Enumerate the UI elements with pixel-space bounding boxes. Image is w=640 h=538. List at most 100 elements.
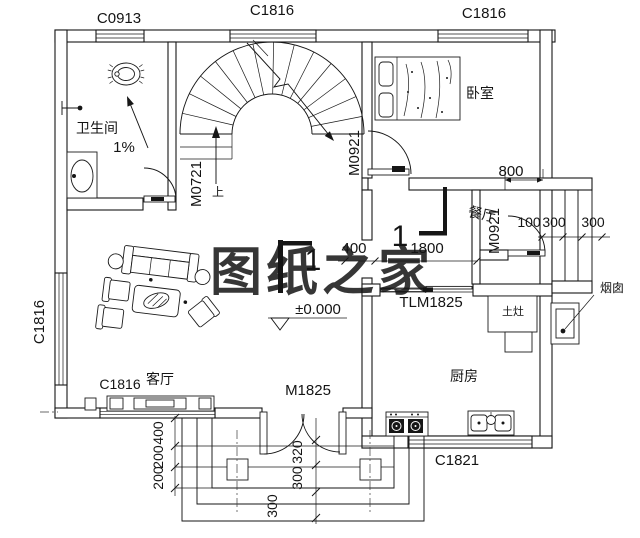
porch-step-3	[181, 418, 425, 522]
stair-inner-arc	[231, 93, 313, 135]
section-mark-a	[443, 187, 447, 235]
dim-1800: 1800	[410, 240, 443, 257]
armchair	[107, 279, 131, 302]
label-door-TLM1825: TLM1825	[399, 294, 462, 311]
label-door-M1825: M1825	[285, 382, 331, 399]
label-window-C1816-right: C1816	[462, 5, 506, 22]
stair-outer-arc	[179, 41, 365, 135]
door-side-leaf	[507, 249, 546, 257]
wall-bathroom-bottom	[66, 197, 144, 211]
door-bedroom-arc	[367, 130, 412, 175]
level-mark: ±0.000	[268, 301, 347, 331]
level-triangle-icon	[270, 317, 290, 331]
wall-stub-right	[551, 280, 593, 294]
sink-icon	[467, 410, 515, 436]
door-side-arc	[507, 215, 546, 254]
label-chimney: 烟囱	[600, 281, 624, 295]
section-marks: 1 1	[278, 187, 447, 293]
side-table	[107, 253, 124, 270]
sofa-group-icon	[95, 245, 220, 330]
porch-column-right	[359, 458, 382, 481]
watermark-text: 图纸之家	[210, 244, 434, 302]
entry-porch	[40, 411, 425, 522]
stair-lower-flight	[180, 134, 233, 160]
wall-divider-upper	[361, 189, 373, 241]
label-door-M0721: M0721	[188, 161, 205, 207]
kitchen-fixtures	[385, 294, 595, 437]
porch-column-left	[226, 458, 249, 481]
porch-step-2	[196, 418, 410, 505]
tv-cabinet-icon	[84, 395, 215, 412]
wall-valve-icon	[61, 101, 83, 115]
chimney-leader	[564, 294, 595, 330]
label-window-C1816-top: C1816	[250, 2, 294, 19]
wall-right	[539, 29, 553, 449]
wall-living-bottom-b	[214, 407, 263, 419]
earthen-stove-icon	[487, 295, 538, 353]
dim-200-b: 200	[150, 466, 166, 490]
wash-basin-icon	[66, 151, 98, 199]
bathroom-fixtures	[61, 62, 149, 199]
armchair	[187, 296, 220, 328]
pillow	[378, 61, 394, 87]
dim-320: 320	[289, 440, 305, 464]
room-labels: 卫生间 1% 卧室 餐厅 客厅 厨房 土灶 烟囱 上	[76, 85, 624, 387]
wall-kitchen-top-a	[361, 283, 381, 297]
dim-800: 800	[498, 163, 523, 180]
cooktop-icon	[385, 411, 429, 437]
stair-treads	[182, 41, 363, 127]
opening-labels: C0913 C1816 C1816 C1816 C1816 C1821 M072…	[31, 2, 506, 469]
dimensions: 800 100 300 300 400 1800 400 200 200 320…	[150, 163, 610, 524]
door-bedroom-leaf	[367, 168, 410, 176]
wall-living-bottom-c	[342, 407, 373, 419]
slope-arrow	[128, 100, 149, 149]
label-up: 上	[212, 185, 224, 199]
stair-up-arrowhead	[212, 126, 220, 138]
dim-400-porch: 400	[150, 421, 166, 445]
label-window-C1821: C1821	[435, 452, 479, 469]
dim-300-a: 300	[542, 214, 566, 230]
dim-100: 100	[517, 214, 541, 230]
window-kitchen	[407, 435, 533, 449]
section-number-b: 1	[305, 244, 322, 277]
level-value: ±0.000	[295, 301, 341, 318]
dim-300-c: 300	[289, 466, 305, 490]
label-bedroom: 卧室	[466, 85, 494, 101]
wall-divider-lower	[361, 277, 373, 449]
dim-300-d: 300	[264, 494, 280, 518]
chimney-icon	[550, 294, 595, 345]
door-entry-arcs	[263, 413, 341, 455]
stair-break-line	[246, 42, 334, 141]
staircase	[179, 39, 365, 184]
wall-bedroom-left	[361, 41, 373, 179]
label-earthen-stove: 土灶	[502, 305, 524, 318]
label-door-M0921-bedroom: M0921	[346, 130, 363, 176]
window-left	[54, 272, 68, 386]
doors	[143, 130, 546, 455]
side-table	[194, 269, 211, 285]
label-dining: 餐厅	[467, 203, 498, 224]
door-entry-leaf-right	[338, 411, 347, 455]
slope-arrowhead	[127, 96, 134, 107]
window-top-center	[229, 29, 317, 43]
wall-kitchen-top-b	[472, 283, 553, 297]
label-living: 客厅	[146, 371, 174, 387]
porch-step-1	[211, 418, 395, 489]
label-slope: 1%	[113, 139, 135, 156]
bed-icon	[374, 56, 461, 121]
door-bathroom-arc	[143, 167, 177, 201]
dim-400-mid: 400	[341, 240, 366, 257]
wall-bathroom-right	[167, 41, 177, 211]
axis-lines	[40, 411, 371, 512]
label-kitchen: 厨房	[450, 368, 478, 384]
label-window-C1816-living: C1816	[99, 376, 140, 392]
dim-200-a: 200	[150, 445, 166, 469]
armchair	[101, 307, 125, 329]
section-mark-b	[278, 240, 283, 293]
window-top-right	[437, 29, 529, 43]
section-number-a: 1	[392, 220, 409, 253]
wall-dining-right	[471, 189, 481, 285]
label-window-C1816-left: C1816	[31, 300, 48, 344]
